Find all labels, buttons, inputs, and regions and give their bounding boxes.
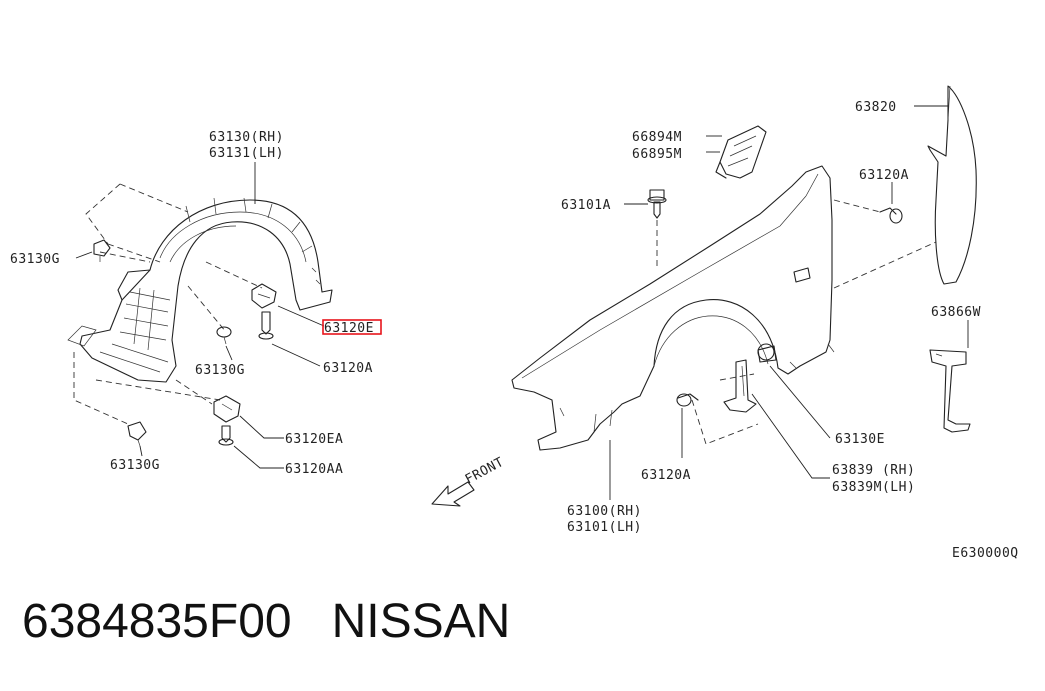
callout-bolt-a: 63101A [561, 198, 611, 213]
callout-fender-lh: 63101(LH) [567, 520, 642, 535]
clip-icon-middle [216, 326, 232, 345]
part-number: 6384835F00 [22, 595, 292, 648]
mudguard-drawing [927, 85, 977, 285]
clip-icon-upper-left [93, 239, 111, 262]
bolt-drawing [647, 189, 667, 219]
bracket-drawing [715, 125, 767, 179]
callout-protector-lh: 63839M(LH) [832, 480, 915, 495]
callout-fender-liner-rh: 63130(RH) [209, 130, 284, 145]
callout-clip-g-middle: 63130G [195, 363, 245, 378]
diagram-code: E630000Q [952, 546, 1019, 561]
highlight-box [322, 319, 382, 335]
callout-clip-e-highlight: 63120E [324, 321, 374, 336]
callout-bracket-rh: 66894M [632, 130, 682, 145]
nut-icon-ea [213, 395, 241, 423]
callout-screw-a-upper-right: 63120A [859, 168, 909, 183]
footer-caption: 6384835F00 NISSAN [22, 598, 510, 646]
callout-screw-a-left: 63120A [323, 361, 373, 376]
callout-clip-g-lower: 63130G [110, 458, 160, 473]
callout-bracket-lh: 66895M [632, 147, 682, 162]
callout-clip-g-upper-left: 63130G [10, 252, 60, 267]
callout-screw-aa: 63120AA [285, 462, 343, 477]
callout-fender-liner-lh: 63131(LH) [209, 146, 284, 161]
front-arrow-icon [431, 481, 475, 507]
callout-protector-rh: 63839 (RH) [832, 463, 915, 478]
screw-drawing-bottom [676, 393, 699, 407]
callout-nut-ea: 63120EA [285, 432, 343, 447]
fender-liner-drawing [67, 183, 333, 425]
clip-drawing-right [757, 343, 777, 363]
fender-drawing [511, 165, 835, 451]
brand-name: NISSAN [331, 595, 511, 648]
clip-icon-highlight-nut [251, 283, 277, 309]
front-label: FRONT [463, 455, 507, 488]
callout-stay-w: 63866W [931, 305, 981, 320]
screw-drawing-upper-right [879, 207, 903, 224]
callout-mudguard: 63820 [855, 100, 897, 115]
clip-icon-lower [127, 421, 147, 447]
callout-clip-e-right: 63130E [835, 432, 885, 447]
screw-icon-aa [218, 425, 234, 446]
stay-drawing [929, 349, 971, 433]
screw-icon-left [258, 311, 274, 340]
protector-drawing [723, 359, 757, 413]
callout-fender-rh: 63100(RH) [567, 504, 642, 519]
callout-screw-a-bottom: 63120A [641, 468, 691, 483]
